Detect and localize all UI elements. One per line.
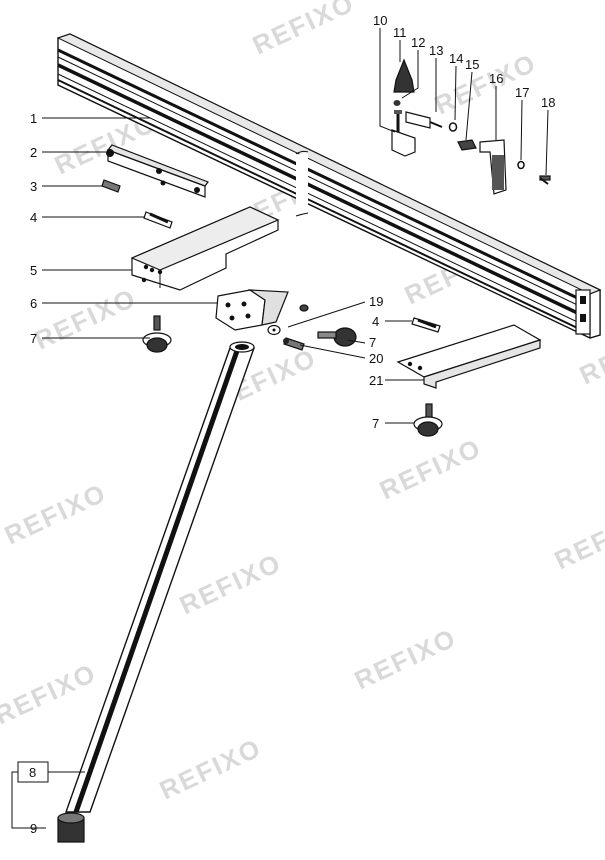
key-part-right [411,317,441,333]
part-14-ring [448,122,458,132]
label-part-4-right: 4 [372,314,379,329]
label-part-7: 7 [30,331,37,346]
angle-bracket-part [130,206,280,291]
label-part-16: 16 [489,71,503,86]
watermark: REFIXO [430,47,541,120]
part-10 [391,110,416,157]
foot-part-right [413,403,443,437]
watermark: REFIXO [550,502,605,575]
label-part-7-right: 7 [372,416,379,431]
knob-part [299,304,357,347]
label-part-13: 13 [429,43,443,58]
watermark: REFIXO [350,622,461,695]
label-part-8: 8 [29,765,36,780]
watermark: REFIXO [248,0,359,60]
label-part-2: 2 [30,145,37,160]
label-part-12: 12 [411,35,425,50]
flat-bar-part [106,144,209,198]
label-part-9: 9 [30,821,37,836]
label-part-14: 14 [449,51,463,66]
label-part-1: 1 [30,111,37,126]
washer-part [267,324,281,336]
label-part-19: 19 [369,294,383,309]
label-part-11: 11 [393,25,407,40]
label-part-4: 4 [30,210,37,225]
hinge-plate-part [215,289,289,331]
part-number-labels: 1 2 3 4 5 6 7 8 9 10 11 12 13 14 15 16 1… [17,13,555,836]
part-18-screw [539,175,551,185]
watermark: REFIXO [30,282,141,355]
flat-plate-part [396,324,542,389]
part-12-nut [393,100,401,106]
leader-lines [11,28,549,829]
screw-part [283,337,305,351]
label-part-3: 3 [30,179,37,194]
rail-extrusion [56,33,602,339]
part-15-pad [457,139,477,151]
part-17-ring [517,160,525,170]
watermark: REFIXO [0,657,101,730]
watermark: REFIXO [0,477,111,550]
label-part-5: 5 [30,263,37,278]
label-part-18: 18 [541,95,555,110]
label-part-7-middle: 7 [369,335,376,350]
label-part-6: 6 [30,296,37,311]
label-part-21: 21 [369,373,383,388]
part-16-stop [479,139,507,195]
label-box-part-8 [17,761,49,783]
watermark: REFIXO [155,732,266,805]
label-part-10: 10 [373,13,387,28]
part-13-clamp [405,111,443,129]
pin-part [101,179,121,193]
key-part-left [143,211,173,229]
long-tube-part [65,341,255,813]
label-part-17: 17 [515,85,529,100]
watermark: REFIXO [375,432,486,505]
watermark-layer: REFIXO REFIXO REFIXO REFIXO REFIXO REFIX… [0,0,605,805]
part-11-knob [393,58,415,93]
label-part-15: 15 [465,57,479,72]
watermark: REFIXO [175,547,286,620]
label-part-20: 20 [369,351,383,366]
end-cap-part [57,812,85,843]
foot-part-left [142,315,172,353]
